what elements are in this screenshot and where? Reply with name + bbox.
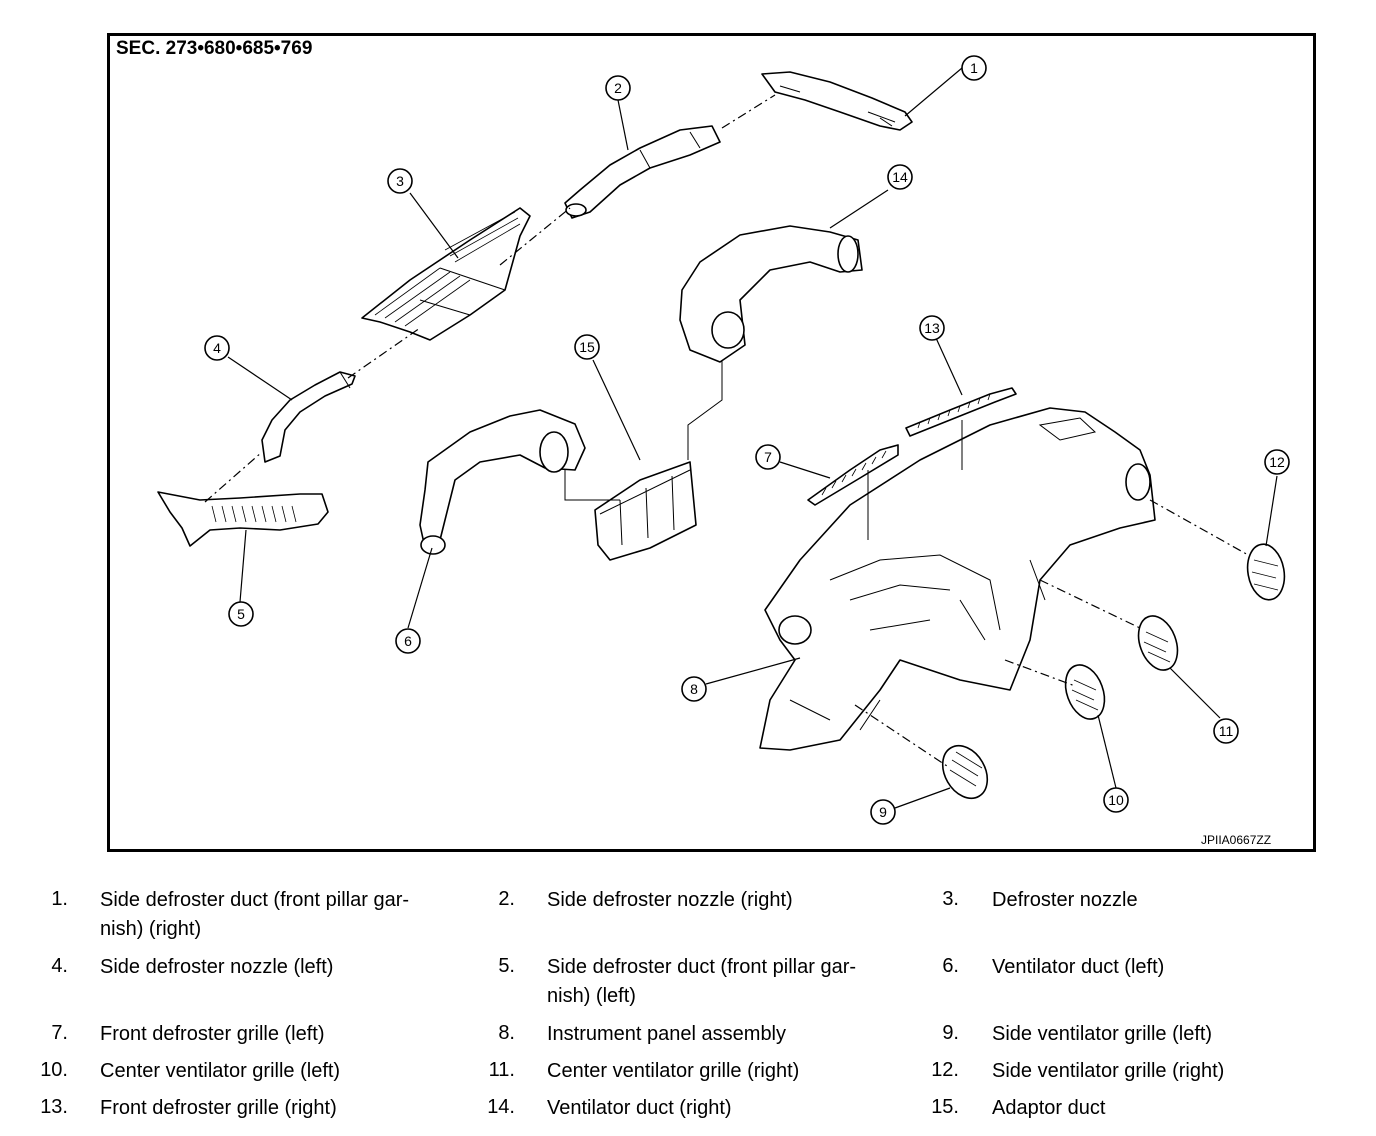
part-front-defroster-grille-right <box>905 387 1017 437</box>
svg-text:6: 6 <box>404 633 412 649</box>
legend-number: 7. <box>51 1022 68 1044</box>
legend-description: Side defroster duct (front pillar gar-ni… <box>547 956 857 1007</box>
legend-number: 15. <box>931 1096 959 1118</box>
svg-text:8: 8 <box>690 681 698 697</box>
legend-description: Front defroster grille (right) <box>100 1097 337 1119</box>
svg-text:14: 14 <box>892 169 908 185</box>
svg-text:15: 15 <box>579 339 595 355</box>
legend-description: Side ventilator grille (left) <box>992 1023 1213 1045</box>
svg-text:2: 2 <box>614 80 622 96</box>
svg-text:4: 4 <box>213 340 221 356</box>
part-ventilator-duct-left <box>419 409 586 555</box>
legend-description: Side ventilator grille (right) <box>992 1060 1225 1082</box>
part-side-defroster-nozzle-right <box>564 125 721 219</box>
callout-10: 10 <box>1103 787 1129 813</box>
callout-5: 5 <box>228 601 254 627</box>
figure-code: JPIIA0667ZZ <box>1201 833 1272 847</box>
svg-text:1: 1 <box>970 60 978 76</box>
part-front-defroster-grille-left <box>807 444 899 506</box>
legend-description: Ventilator duct (right) <box>547 1097 732 1119</box>
legend-number: 4. <box>51 955 68 977</box>
legend-number: 6. <box>942 955 959 977</box>
callout-7: 7 <box>755 444 781 470</box>
part-side-ventilator-grille-right <box>1246 543 1286 601</box>
callout-1: 1 <box>961 55 987 81</box>
legend-description: Front defroster grille (left) <box>100 1023 325 1045</box>
part-center-ventilator-grille-left <box>1064 664 1106 720</box>
legend-number: 10. <box>40 1059 68 1081</box>
svg-text:3: 3 <box>396 173 404 189</box>
legend-description: Side defroster nozzle (left) <box>100 956 334 978</box>
legend-description: Ventilator duct (left) <box>992 956 1165 978</box>
callout-13: 13 <box>919 315 945 341</box>
callout-4: 4 <box>204 335 230 361</box>
part-center-ventilator-grille-right <box>1137 615 1179 671</box>
legend-number: 11. <box>488 1059 515 1081</box>
part-side-defroster-duct-left <box>157 491 329 547</box>
callout-2: 2 <box>605 75 631 101</box>
legend-number: 3. <box>942 888 959 910</box>
legend-description: Side defroster duct (front pillar gar-ni… <box>100 889 410 940</box>
svg-text:9: 9 <box>879 804 887 820</box>
svg-text:13: 13 <box>924 320 940 336</box>
legend-number: 5. <box>498 955 515 977</box>
assembly-lines <box>204 94 1251 769</box>
callout-6: 6 <box>395 628 421 654</box>
callout-14: 14 <box>887 164 913 190</box>
callout-11: 11 <box>1213 718 1239 744</box>
legend-number: 9. <box>942 1022 959 1044</box>
part-side-defroster-duct-right <box>761 71 913 131</box>
legend-description: Instrument panel assembly <box>547 1023 787 1045</box>
callout-8: 8 <box>681 676 707 702</box>
legend-description: Adaptor duct <box>992 1097 1106 1119</box>
part-defroster-nozzle <box>361 207 531 341</box>
svg-text:5: 5 <box>237 606 245 622</box>
part-adaptor-duct <box>594 461 697 561</box>
legend-description: Center ventilator grille (right) <box>547 1060 800 1082</box>
svg-text:10: 10 <box>1108 792 1124 808</box>
legend-number: 12. <box>931 1059 959 1081</box>
callout-9: 9 <box>870 799 896 825</box>
section-code: SEC. 273•680•685•769 <box>116 38 313 59</box>
part-side-defroster-nozzle-left <box>261 371 356 463</box>
legend-number: 2. <box>498 888 515 910</box>
leader-lines <box>227 67 1278 809</box>
legend-number: 1. <box>51 888 68 910</box>
svg-text:11: 11 <box>1219 723 1234 739</box>
svg-text:12: 12 <box>1269 454 1285 470</box>
part-instrument-panel-assembly <box>759 407 1156 751</box>
svg-text:7: 7 <box>764 449 772 465</box>
part-side-ventilator-grille-left <box>941 744 989 800</box>
legend-number: 8. <box>498 1022 515 1044</box>
callout-3: 3 <box>387 168 413 194</box>
legend-number: 14. <box>487 1096 515 1118</box>
legend-description: Side defroster nozzle (right) <box>547 889 793 911</box>
legend-number: 13. <box>40 1096 68 1118</box>
legend-description: Defroster nozzle <box>992 889 1138 911</box>
callout-15: 15 <box>574 334 600 360</box>
callout-12: 12 <box>1264 449 1290 475</box>
legend-description: Center ventilator grille (left) <box>100 1060 341 1082</box>
part-ventilator-duct-right <box>679 225 863 363</box>
